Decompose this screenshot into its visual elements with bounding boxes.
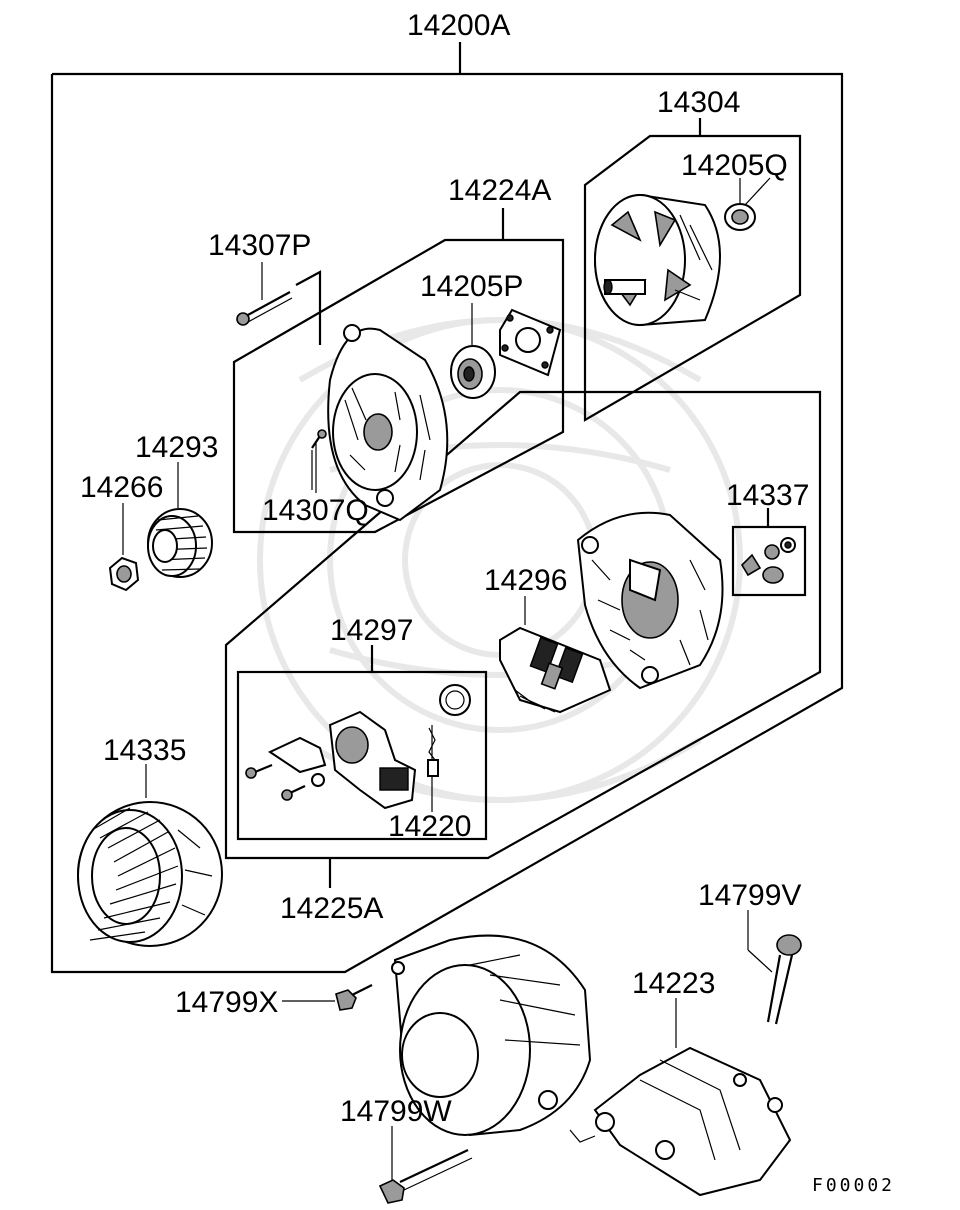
pulley-part bbox=[147, 462, 213, 578]
front-bracket-outline bbox=[232, 208, 565, 534]
label-rear-bracket-group: 14225A bbox=[280, 892, 383, 925]
label-rotor-group: 14304 bbox=[657, 86, 740, 119]
figure-code: F00002 bbox=[812, 1175, 895, 1196]
label-screw-q: 14307Q bbox=[262, 494, 369, 527]
screw-q-part bbox=[311, 429, 327, 490]
stator-part bbox=[77, 764, 223, 947]
bolt-x-part bbox=[282, 984, 373, 1011]
rear-bracket-outline bbox=[224, 390, 822, 888]
bearing-retainer-plate bbox=[499, 308, 562, 377]
label-assembly: 14200A bbox=[407, 9, 510, 42]
label-pulley: 14293 bbox=[135, 431, 218, 464]
rectifier-part bbox=[499, 596, 612, 714]
bolt-v-part bbox=[747, 910, 802, 1025]
leader-lines bbox=[315, 177, 771, 493]
rotor-part bbox=[594, 193, 721, 327]
label-bracket: 14223 bbox=[632, 967, 715, 1000]
label-rectifier: 14296 bbox=[484, 564, 567, 597]
regulator-group-outline bbox=[236, 645, 488, 841]
bolt-w-part bbox=[378, 1126, 473, 1204]
rear-bracket-part bbox=[576, 511, 724, 690]
label-bolt-p: 14307P bbox=[208, 229, 311, 262]
label-brush: 14220 bbox=[388, 810, 471, 843]
long-bolt-p-part bbox=[236, 262, 322, 345]
label-rear-bearing: 14205Q bbox=[681, 149, 788, 182]
label-front-bracket-group: 14224A bbox=[448, 174, 551, 207]
label-regulator-group: 14297 bbox=[330, 614, 413, 647]
label-nut: 14266 bbox=[80, 471, 163, 504]
front-bearing-part bbox=[450, 303, 496, 399]
regulator-part bbox=[245, 684, 471, 812]
label-terminal-kit: 14337 bbox=[726, 479, 809, 512]
label-bolt-v: 14799V bbox=[698, 879, 801, 912]
nut-part bbox=[108, 503, 140, 592]
label-bolt-w: 14799W bbox=[340, 1095, 452, 1128]
front-bracket-part bbox=[327, 324, 449, 522]
terminal-kit-outline bbox=[731, 508, 807, 597]
label-front-bearing: 14205P bbox=[420, 270, 523, 303]
alternator-main-part bbox=[391, 934, 596, 1143]
bracket-part bbox=[593, 998, 792, 1197]
label-bolt-x: 14799X bbox=[175, 986, 278, 1019]
assembly-outline bbox=[50, 42, 844, 974]
rotor-group-outline bbox=[583, 118, 802, 422]
label-stator: 14335 bbox=[103, 734, 186, 767]
terminal-kit-parts bbox=[740, 537, 796, 584]
rear-bearing-part bbox=[724, 178, 756, 231]
